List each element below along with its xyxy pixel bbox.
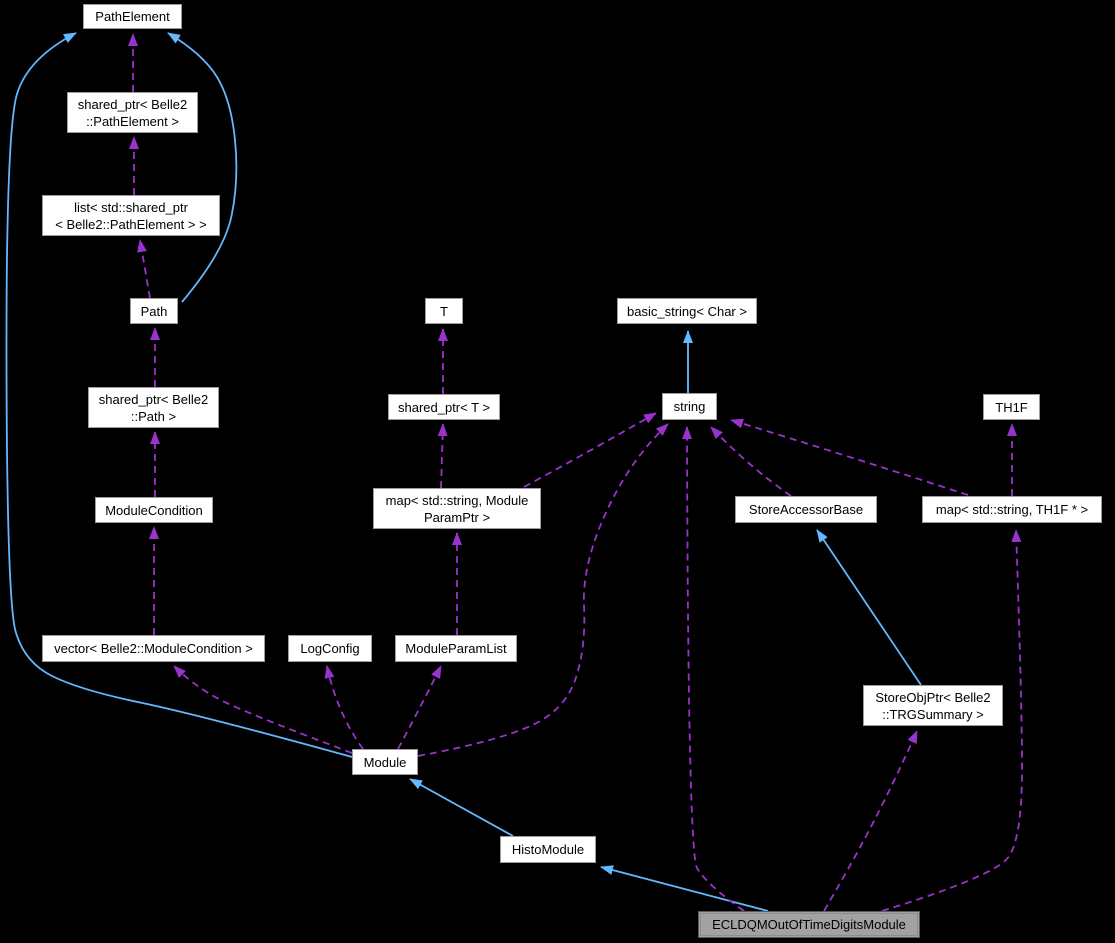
edge-map-th1f-to-string bbox=[730, 418, 969, 496]
node-map-moduleparamptr[interactable]: map< std::string, Module ParamPtr > bbox=[373, 488, 541, 529]
edge-path-to-list-sptr-pathelement bbox=[137, 239, 151, 299]
edge-module-to-vector-modulecondition bbox=[173, 665, 353, 754]
node-storeobjptr-trgsummary[interactable]: StoreObjPtr< Belle2 ::TRGSummary > bbox=[863, 685, 1003, 726]
node-sptr-path[interactable]: shared_ptr< Belle2 ::Path > bbox=[88, 387, 219, 428]
node-string[interactable]: string bbox=[662, 393, 717, 420]
node-map-th1f[interactable]: map< std::string, TH1F * > bbox=[922, 496, 1102, 523]
node-path[interactable]: Path bbox=[130, 298, 178, 324]
node-sptr-t[interactable]: shared_ptr< T > bbox=[388, 394, 500, 420]
node-vector-modulecondition[interactable]: vector< Belle2::ModuleCondition > bbox=[42, 635, 265, 662]
edge-map-moduleparamptr-to-string bbox=[523, 412, 657, 488]
node-ecldqmoutoftimedigitsmodule: ECLDQMOutOfTimeDigitsModule bbox=[698, 911, 920, 938]
node-pathelement[interactable]: PathElement bbox=[83, 4, 182, 29]
node-storeaccessorbase[interactable]: StoreAccessorBase bbox=[735, 496, 877, 523]
node-module[interactable]: Module bbox=[352, 749, 418, 775]
node-moduleparamlist[interactable]: ModuleParamList bbox=[395, 635, 517, 662]
edge-ecldqmoutoftimedigitsmodule-to-histomodule bbox=[600, 865, 769, 912]
edge-module-to-string bbox=[417, 423, 669, 757]
node-t[interactable]: T bbox=[425, 298, 463, 324]
edge-ecldqmoutoftimedigitsmodule-to-string bbox=[682, 426, 745, 912]
edge-storeaccessorbase-to-string bbox=[710, 426, 792, 497]
node-basic-string[interactable]: basic_string< Char > bbox=[617, 298, 757, 324]
edge-module-to-moduleparamlist bbox=[397, 665, 442, 750]
node-list-sptr-pathelement[interactable]: list< std::shared_ptr < Belle2::PathElem… bbox=[42, 195, 220, 236]
node-histomodule[interactable]: HistoModule bbox=[500, 836, 596, 863]
edge-storeobjptr-trgsummary-to-storeaccessorbase bbox=[816, 529, 922, 686]
edge-histomodule-to-module bbox=[409, 778, 514, 837]
edge-module-to-logconfig bbox=[324, 665, 364, 750]
edge-ecldqmoutoftimedigitsmodule-to-map-th1f bbox=[881, 529, 1023, 912]
node-modulecondition[interactable]: ModuleCondition bbox=[95, 497, 213, 523]
node-sptr-pathelement[interactable]: shared_ptr< Belle2 ::PathElement > bbox=[67, 92, 198, 133]
edge-path-to-pathelement bbox=[167, 32, 238, 303]
node-th1f[interactable]: TH1F bbox=[983, 394, 1040, 420]
edge-map-moduleparamptr-to-sptr-t bbox=[437, 423, 448, 489]
edge-module-to-pathelement bbox=[5, 32, 353, 758]
node-logconfig[interactable]: LogConfig bbox=[288, 635, 372, 662]
edge-ecldqmoutoftimedigitsmodule-to-storeobjptr-trgsummary bbox=[823, 730, 918, 912]
